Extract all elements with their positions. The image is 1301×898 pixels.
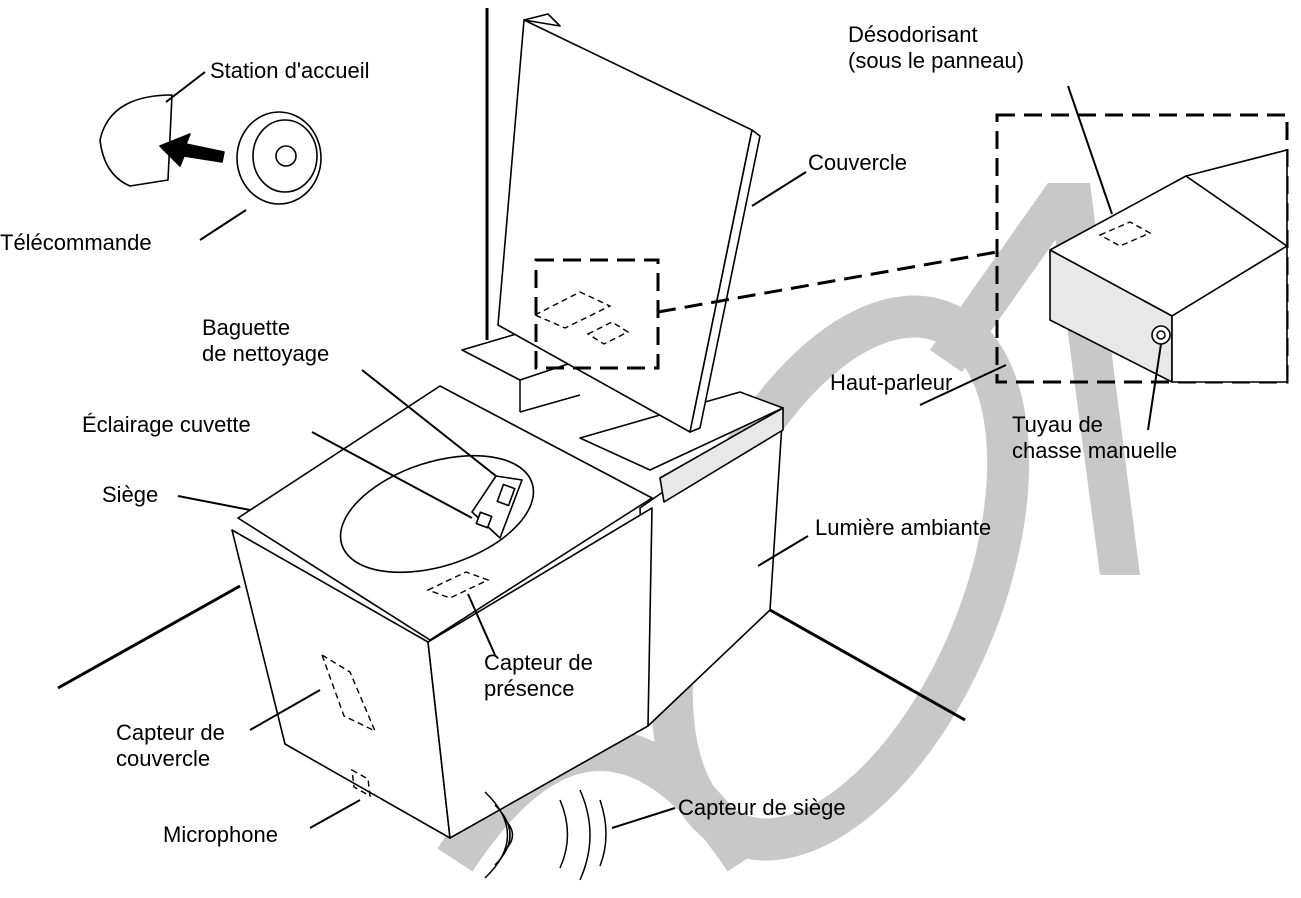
label-lid: Couvercle: [808, 150, 907, 175]
inset-detail: [657, 113, 1289, 384]
label-line: couvercle: [116, 746, 210, 771]
label-line: chasse manuelle: [1012, 438, 1177, 463]
label-deodorizer: Désodorisant(sous le panneau): [848, 22, 1024, 73]
label-line: présence: [484, 676, 575, 701]
toilet-body: [231, 329, 784, 839]
label-line: Tuyau de: [1012, 412, 1103, 437]
label-seat-sensor: Capteur de siège: [678, 795, 846, 820]
lid: [497, 13, 761, 433]
label-line: Capteur de: [484, 650, 593, 675]
label-station: Station d'accueil: [210, 58, 370, 83]
label-seat: Siège: [102, 482, 158, 507]
sound-waves: [484, 789, 607, 881]
labels: Station d'accueil Télécommande Couvercle…: [0, 22, 1177, 847]
label-remote: Télécommande: [0, 230, 152, 255]
label-line: de nettoyage: [202, 341, 329, 366]
label-bowl-light: Éclairage cuvette: [82, 412, 251, 437]
label-speaker: Haut-parleur: [830, 370, 952, 395]
room-lines: [57, 8, 966, 722]
label-ambient-light: Lumière ambiante: [815, 515, 991, 540]
label-microphone: Microphone: [163, 822, 278, 847]
leader-lines: [165, 71, 1162, 829]
label-line: Baguette: [202, 315, 290, 340]
label-line: Désodorisant: [848, 22, 978, 47]
label-line: (sous le panneau): [848, 48, 1024, 73]
remote-assembly: [99, 94, 322, 205]
label-line: Capteur de: [116, 720, 225, 745]
